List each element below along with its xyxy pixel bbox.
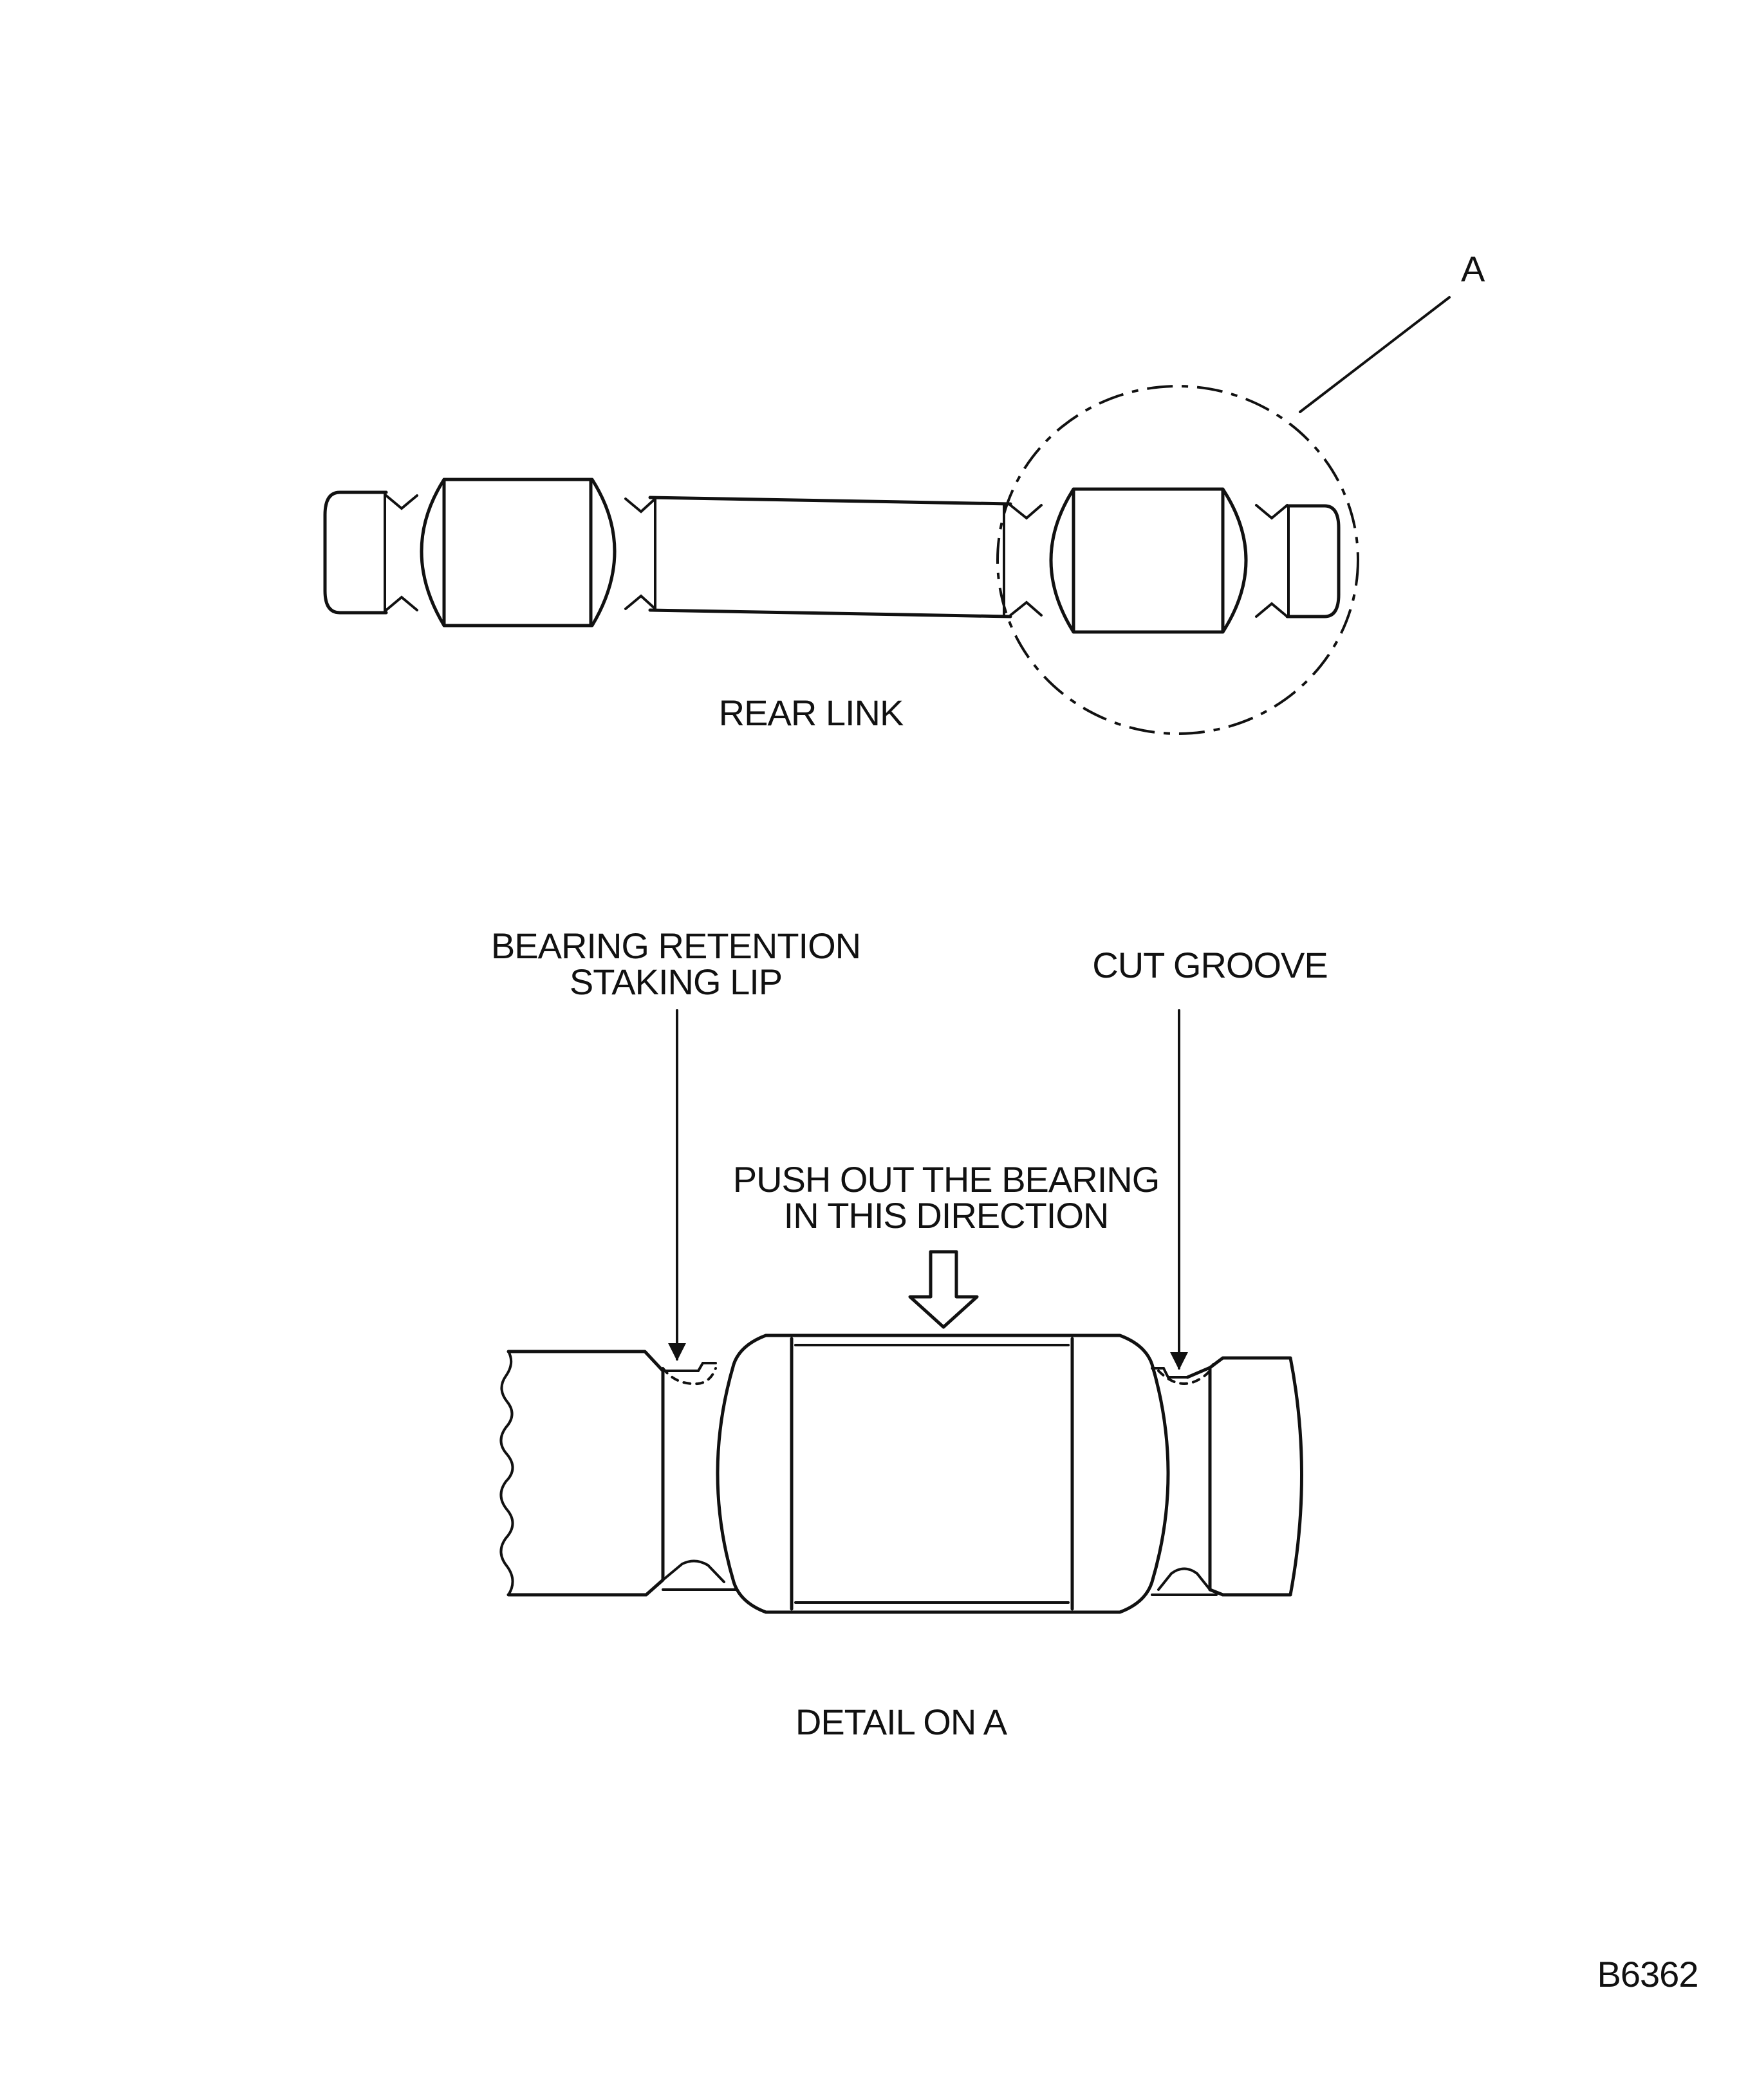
staking-lip-label: BEARING RETENTION STAKING LIP — [444, 928, 907, 1000]
left-end-cap — [323, 490, 388, 615]
staking-lip — [662, 1362, 741, 1591]
push-direction-label-line2: IN THIS DIRECTION — [783, 1195, 1110, 1236]
detail-leader-a — [1299, 296, 1451, 413]
staking-lip-label-line1: BEARING RETENTION — [490, 925, 861, 966]
cut-groove-label: CUT GROOVE — [1092, 945, 1328, 985]
detail-on-a-caption: DETAIL ON A — [795, 1702, 1007, 1742]
link-shaft — [648, 496, 1012, 618]
push-direction-label: PUSH OUT THE BEARING IN THIS DIRECTION — [714, 1162, 1178, 1234]
right-groove-notches — [1009, 504, 1288, 618]
link-body-right-end — [1185, 1356, 1303, 1597]
figure-id: B6362 — [1597, 1954, 1699, 1994]
right-end-cap — [1285, 504, 1341, 618]
push-direction-arrow — [908, 1250, 979, 1329]
cut-groove — [1151, 1363, 1218, 1596]
detail-a-view — [499, 1009, 1303, 1614]
right-bearing — [1049, 487, 1248, 634]
staking-lip-label-line2: STAKING LIP — [569, 962, 783, 1002]
left-groove-notches — [385, 494, 656, 611]
detail-reference-letter: A — [1461, 248, 1485, 289]
rear-link-view — [323, 296, 1451, 735]
detail-bearing — [716, 1333, 1170, 1614]
link-body-broken-end — [507, 1350, 665, 1597]
break-line — [499, 1350, 514, 1596]
push-direction-label-line1: PUSH OUT THE BEARING — [732, 1159, 1160, 1200]
rear-link-caption: REAR LINK — [718, 692, 904, 733]
left-bearing — [420, 478, 617, 627]
detail-circle-a — [996, 385, 1359, 735]
